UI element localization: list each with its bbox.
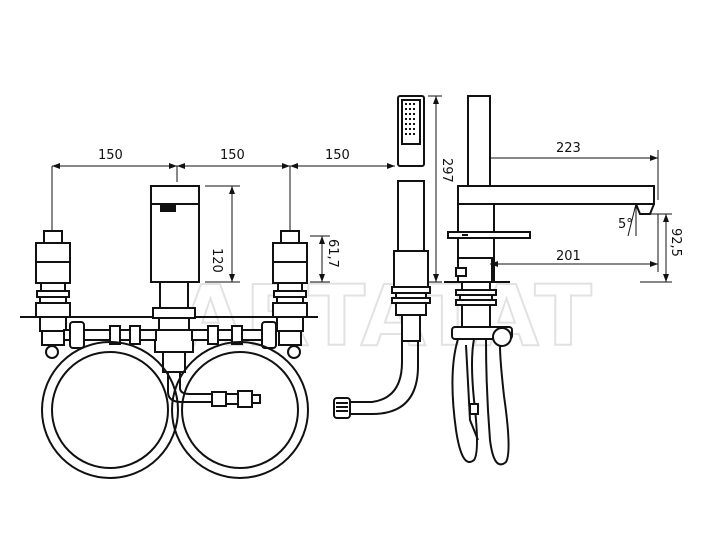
center-spout — [150, 185, 200, 373]
spout-inner-reach-label: 201 — [556, 249, 581, 264]
dimension-spout-angle: 5° — [618, 203, 637, 237]
front-view: 150 150 150 120 61,7 — [20, 148, 395, 479]
dimension-spout-clearance: 92,5 — [640, 213, 683, 283]
shower-nozzle-grid — [405, 103, 415, 135]
hose-loops — [41, 341, 309, 479]
dimension-spacing: 150 150 150 — [51, 148, 395, 236]
dimension-spout-height: 120 — [205, 185, 240, 283]
spout-height-label: 120 — [209, 248, 224, 273]
side-view: 297 223 201 — [428, 95, 683, 466]
dimension-shower-height: 297 — [428, 95, 454, 283]
dimension-spout-inner-reach: 201 — [490, 214, 659, 272]
connector-pipes — [45, 321, 301, 359]
spout-reach-label: 223 — [556, 141, 581, 156]
spout-clearance-label: 92,5 — [668, 228, 683, 257]
spacing-right-label: 150 — [325, 148, 350, 163]
side-lever — [447, 231, 531, 239]
side-hoses — [451, 326, 513, 466]
spacing-left-label: 150 — [98, 148, 123, 163]
hand-shower-view — [333, 95, 431, 419]
side-body-upper — [467, 95, 491, 187]
dimension-handle-height: 61,7 — [310, 235, 340, 283]
left-handle — [35, 230, 71, 346]
shower-height-label: 297 — [439, 158, 454, 183]
spacing-middle-label: 150 — [220, 148, 245, 163]
side-spout — [457, 185, 655, 205]
spout-angle-label: 5° — [618, 217, 633, 232]
handle-height-label: 61,7 — [325, 239, 340, 268]
right-handle — [272, 230, 308, 346]
